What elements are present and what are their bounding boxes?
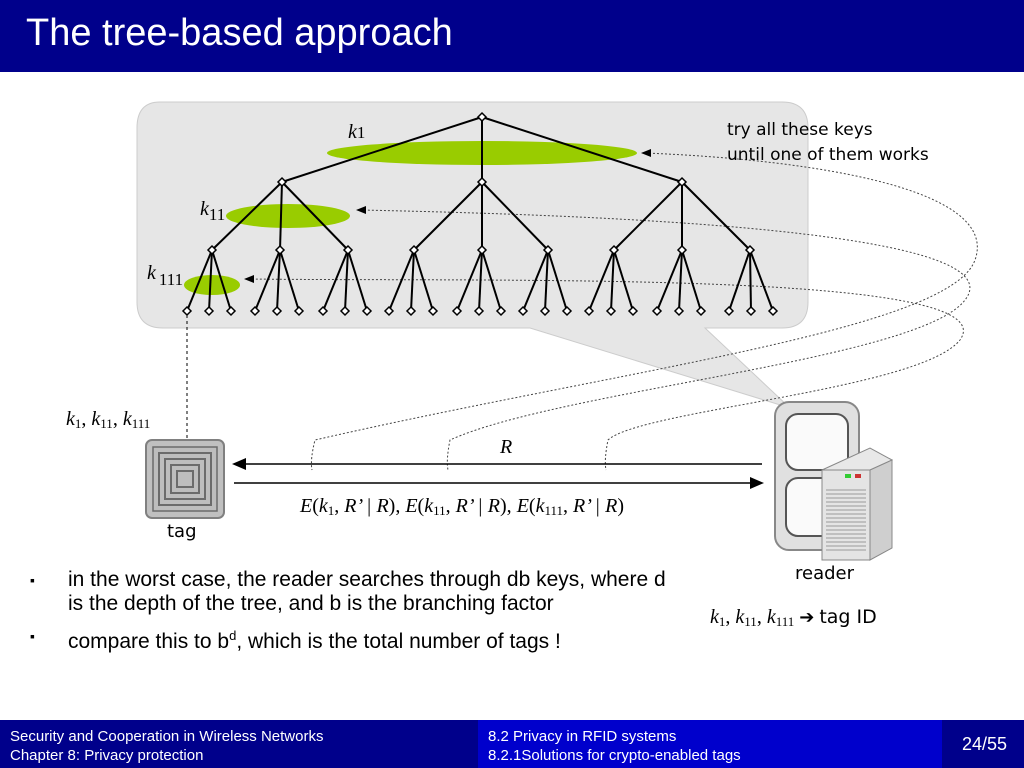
- bullet-item-worst-case: ▪ in the worst case, the reader searches…: [30, 568, 666, 615]
- key-label-k11: k11: [200, 198, 226, 224]
- tag-label: tag: [167, 521, 197, 542]
- tag-keys: k1, k11, k111: [66, 408, 151, 431]
- slide-title: The tree-based approach: [26, 12, 453, 54]
- search-note-line2: until one of them works: [727, 145, 929, 165]
- reader-label: reader: [795, 563, 855, 584]
- bullet-item-compare: ▪ compare this to bd, which is the total…: [30, 624, 670, 654]
- page-number: 24/55: [962, 734, 1008, 754]
- footer-bar: Security and Cooperation in Wireless Net…: [0, 720, 1024, 768]
- tree-balloon: [136, 101, 809, 409]
- search-arrowheads: [244, 149, 651, 283]
- response-arrow: [234, 477, 764, 489]
- tree-edges: [186, 116, 774, 312]
- reader-icon: [774, 401, 894, 561]
- challenge-arrow: [232, 458, 762, 470]
- response-label: E(k1, R’ | R), E(k11, R’ | R), E(k111, R…: [300, 495, 625, 518]
- bullet-list: ▪ in the worst case, the reader searches…: [30, 568, 670, 662]
- title-bar: The tree-based approach: [0, 0, 1024, 72]
- footer-section: 8.2 Privacy in RFID systems 8.2.1Solutio…: [478, 720, 942, 768]
- footer-course: Security and Cooperation in Wireless Net…: [10, 728, 324, 764]
- bullet-marker-icon: ▪: [30, 572, 35, 588]
- arrow-icon: ➔: [799, 607, 815, 628]
- search-note: try all these keys until one of them wor…: [727, 118, 929, 168]
- tree-nodes: [181, 111, 779, 317]
- key-label-k1: k1: [348, 121, 366, 143]
- tree-diagram: [136, 101, 978, 561]
- reader-result: k1, k11, k111 ➔ tag ID: [710, 606, 877, 629]
- bullet-marker-icon: ▪: [30, 628, 35, 644]
- search-arrows: [247, 152, 978, 471]
- tag-icon: [145, 439, 225, 519]
- highlight-k111: [184, 275, 240, 295]
- search-note-line1: try all these keys: [727, 120, 873, 140]
- highlight-k11: [226, 204, 350, 228]
- challenge-label: R: [500, 436, 513, 458]
